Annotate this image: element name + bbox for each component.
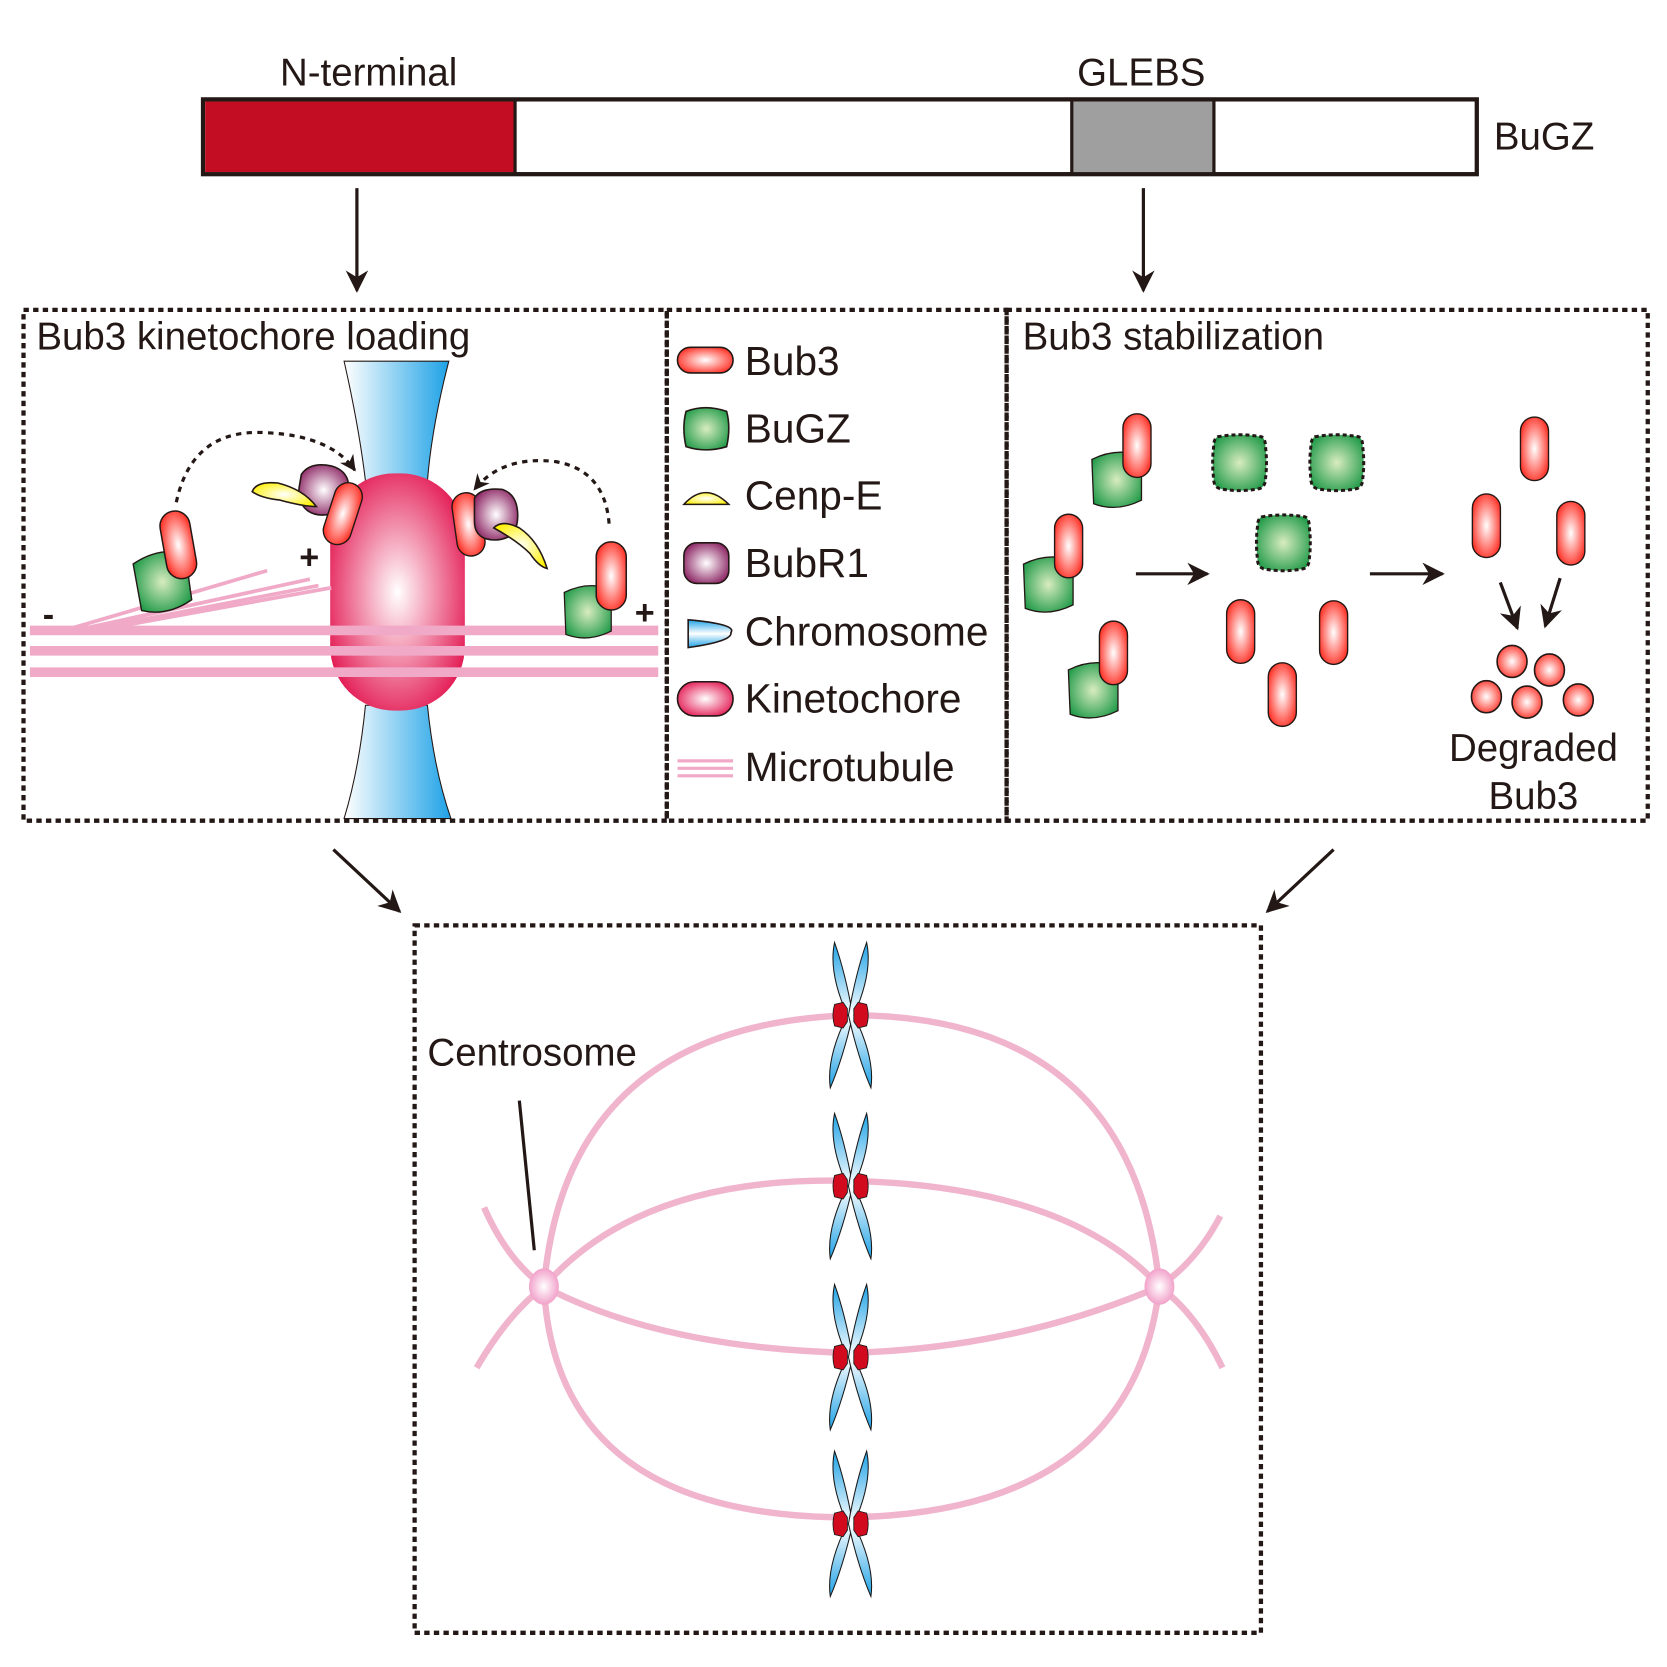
- metaphase-chromosome: [829, 941, 873, 1089]
- microtubule-icon: [677, 759, 734, 778]
- degraded-label-line1: Degraded: [1449, 727, 1618, 770]
- bub3-protein: [1225, 598, 1256, 665]
- degraded-label-line2: Bub3: [1489, 775, 1579, 818]
- cenpe-protein: [251, 481, 318, 508]
- glebs-label: GLEBS: [1077, 51, 1205, 94]
- centrosome-pointer-line: [517, 1100, 536, 1251]
- bugz-protein: [1254, 513, 1312, 573]
- loading-panel-title: Bub3 kinetochore loading: [36, 315, 470, 358]
- dotted-arrow-icon: [473, 459, 611, 524]
- legend-label: Cenp-E: [745, 473, 883, 519]
- bugz-protein-label: BuGZ: [1494, 116, 1594, 159]
- arrow-diagonal-icon: [332, 848, 402, 914]
- loading-panel: Bub3 kinetochore loading - + +: [29, 315, 659, 820]
- n-terminal-domain: [205, 101, 516, 173]
- centrosome-right: [1144, 1268, 1175, 1305]
- spindle-panel-frame: [412, 923, 1264, 1635]
- stabilization-panel-title: Bub3 stabilization: [1023, 315, 1324, 358]
- legend-item-microtubule: Microtubule: [677, 744, 955, 790]
- centrosome-label: Centrosome: [427, 1031, 636, 1074]
- arrow-down-icon: [1498, 581, 1521, 631]
- bub3-protein: [1471, 493, 1502, 559]
- n-terminal-label: N-terminal: [280, 51, 457, 94]
- bub3-protein: [1122, 413, 1152, 479]
- cenpe-icon: [682, 491, 731, 506]
- arrow-down-icon: [1540, 577, 1562, 629]
- bub3-protein: [1098, 620, 1129, 686]
- bub3-protein: [1519, 416, 1550, 482]
- minus-end-sign: -: [43, 596, 54, 634]
- legend: Bub3 BuGZ Cenp-E BubR1 Chromosome Kineto…: [676, 338, 989, 790]
- degraded-bub3-fragments: [1470, 644, 1595, 719]
- legend-item-bugz: BuGZ: [683, 405, 851, 451]
- bub3-protein: [595, 541, 628, 611]
- plus-end-sign-left: +: [299, 538, 319, 576]
- centrosome-left: [528, 1268, 559, 1305]
- spindle-panel: Centrosome: [427, 941, 1226, 1598]
- legend-item-chromosome: Chromosome: [687, 608, 989, 654]
- bub3-icon: [676, 346, 734, 374]
- bubr1-icon: [683, 542, 730, 585]
- plus-end-sign-right: +: [635, 594, 655, 632]
- glebs-domain: [1071, 101, 1214, 173]
- legend-item-kinetochore: Kinetochore: [676, 676, 962, 722]
- bub3-protein: [1267, 661, 1298, 728]
- bugz-protein: [1211, 433, 1269, 493]
- legend-item-cenpe: Cenp-E: [682, 473, 883, 519]
- legend-label: BuGZ: [745, 405, 851, 451]
- legend-label: Microtubule: [745, 744, 955, 790]
- bub3-protein: [1318, 600, 1349, 666]
- stabilization-panel-frame: [1004, 307, 1650, 823]
- cenpe-protein: [492, 522, 549, 570]
- legend-label: Chromosome: [745, 608, 989, 654]
- bugz-domain-map: N-terminal GLEBS BuGZ: [200, 51, 1594, 293]
- legend-label: BubR1: [745, 540, 869, 586]
- chromosome-arm-top: [343, 360, 450, 482]
- legend-label: Kinetochore: [745, 676, 962, 722]
- metaphase-chromosome: [829, 1112, 873, 1260]
- legend-panel-frame: [664, 307, 1009, 823]
- chromosome-arm-bottom: [343, 704, 452, 820]
- arrow-diagonal-icon: [1265, 848, 1335, 914]
- legend-item-bubr1: BubR1: [683, 540, 869, 586]
- chromosome-icon: [687, 618, 733, 649]
- kinetochore-icon: [676, 680, 734, 717]
- stabilization-panel: Bub3 stabilization Degraded: [1023, 315, 1618, 817]
- metaphase-chromosome: [829, 1450, 873, 1598]
- legend-label: Bub3: [745, 338, 840, 384]
- bugz-protein: [1308, 433, 1366, 493]
- bugz-icon: [683, 406, 730, 451]
- legend-item-bub3: Bub3: [676, 338, 840, 384]
- bub3-protein: [1556, 500, 1586, 566]
- metaphase-chromosome: [829, 1283, 873, 1431]
- bub3-protein: [1053, 513, 1084, 579]
